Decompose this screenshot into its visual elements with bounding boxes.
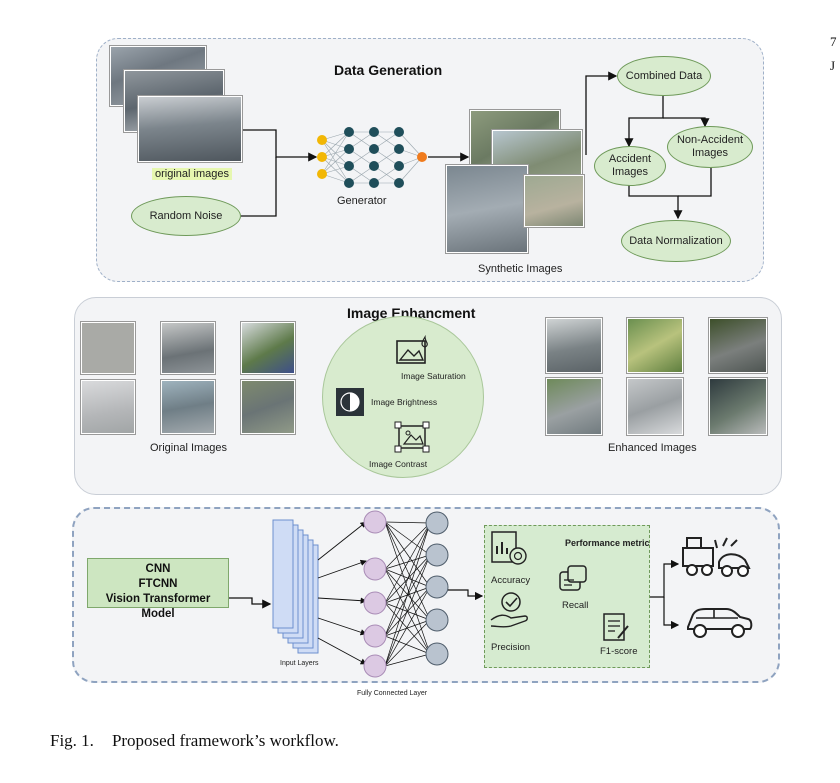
random-noise-label: Random Noise <box>149 210 223 222</box>
model-list-box: CNN FTCNN Vision Transformer Model <box>87 558 229 620</box>
original-images-label: original images <box>152 168 232 180</box>
enhanced-grid-image-3 <box>709 318 767 373</box>
original-image-3 <box>138 96 242 162</box>
original-grid-image-6 <box>241 380 295 434</box>
enhanced-grid-image-1 <box>546 318 602 373</box>
input-layers-label: Input Layers <box>280 660 319 667</box>
enhanced-grid-image-6 <box>709 378 767 435</box>
performance-metric-box <box>484 525 650 668</box>
random-noise-oval: Random Noise <box>131 196 241 236</box>
non-accident-images-oval: Non-Accident Images <box>667 126 753 168</box>
image-saturation-icon <box>396 334 428 364</box>
original-grid-image-2 <box>161 322 215 374</box>
original-grid-image-3 <box>241 322 295 374</box>
image-brightness-label: Image Brightness <box>371 397 438 407</box>
enhanced-images-label: Enhanced Images <box>608 442 697 454</box>
edge-mark-1: 7 <box>830 34 837 49</box>
f1-score-icon <box>603 613 629 641</box>
data-generation-title: Data Generation <box>334 62 443 78</box>
precision-icon <box>490 592 528 628</box>
model-vit: Vision Transformer Model <box>105 593 211 620</box>
image-contrast-icon <box>394 421 430 453</box>
image-brightness-icon <box>336 388 364 416</box>
figure-number: Fig. 1. <box>50 731 94 750</box>
performance-metric-title: Performance metric <box>565 538 650 548</box>
synthetic-image-4 <box>524 175 584 227</box>
original-grid-image-4 <box>81 380 135 434</box>
non-accident-images-label: Non-Accident Images <box>676 134 744 159</box>
synthetic-images-label: Synthetic Images <box>478 263 563 275</box>
model-ftcnn: FTCNN <box>138 578 178 590</box>
model-cnn: CNN <box>145 563 171 575</box>
f1-score-label: F1-score <box>600 646 638 657</box>
figure-caption-text: Proposed framework’s workflow. <box>111 731 339 750</box>
image-saturation-label: Image Saturation <box>401 371 466 381</box>
accident-images-label: Accident Images <box>608 153 652 178</box>
original-grid-image-1 <box>81 322 135 374</box>
generator-label: Generator <box>337 195 387 207</box>
original-grid-image-5 <box>161 380 215 434</box>
edge-mark-2: J <box>830 58 836 73</box>
image-enhancement-title: Image Enhancment <box>347 305 476 321</box>
recall-icon <box>559 565 587 591</box>
generator-network-icon <box>317 127 427 188</box>
input-layers-icon <box>272 519 319 654</box>
combined-data-label: Combined Data <box>625 70 703 82</box>
car-icon <box>687 608 753 638</box>
fully-connected-label: Fully Connected Layer <box>357 690 428 697</box>
enhanced-grid-image-5 <box>627 378 683 435</box>
data-normalization-label: Data Normalization <box>629 235 723 247</box>
accident-images-oval: Accident Images <box>594 146 666 186</box>
enhanced-grid-image-4 <box>546 378 602 435</box>
data-normalization-oval: Data Normalization <box>621 220 731 262</box>
precision-label: Precision <box>491 642 531 653</box>
recall-label: Recall <box>562 600 589 611</box>
enhanced-grid-image-2 <box>627 318 683 373</box>
car-accident-icon <box>682 537 751 577</box>
image-contrast-label: Image Contrast <box>369 459 428 469</box>
original-images-grid-label: Original Images <box>150 442 228 454</box>
figure-caption: Fig. 1. Proposed framework’s workflow. <box>50 731 339 751</box>
accuracy-label: Accuracy <box>491 575 531 586</box>
accuracy-icon <box>491 531 527 565</box>
combined-data-oval: Combined Data <box>617 56 711 96</box>
